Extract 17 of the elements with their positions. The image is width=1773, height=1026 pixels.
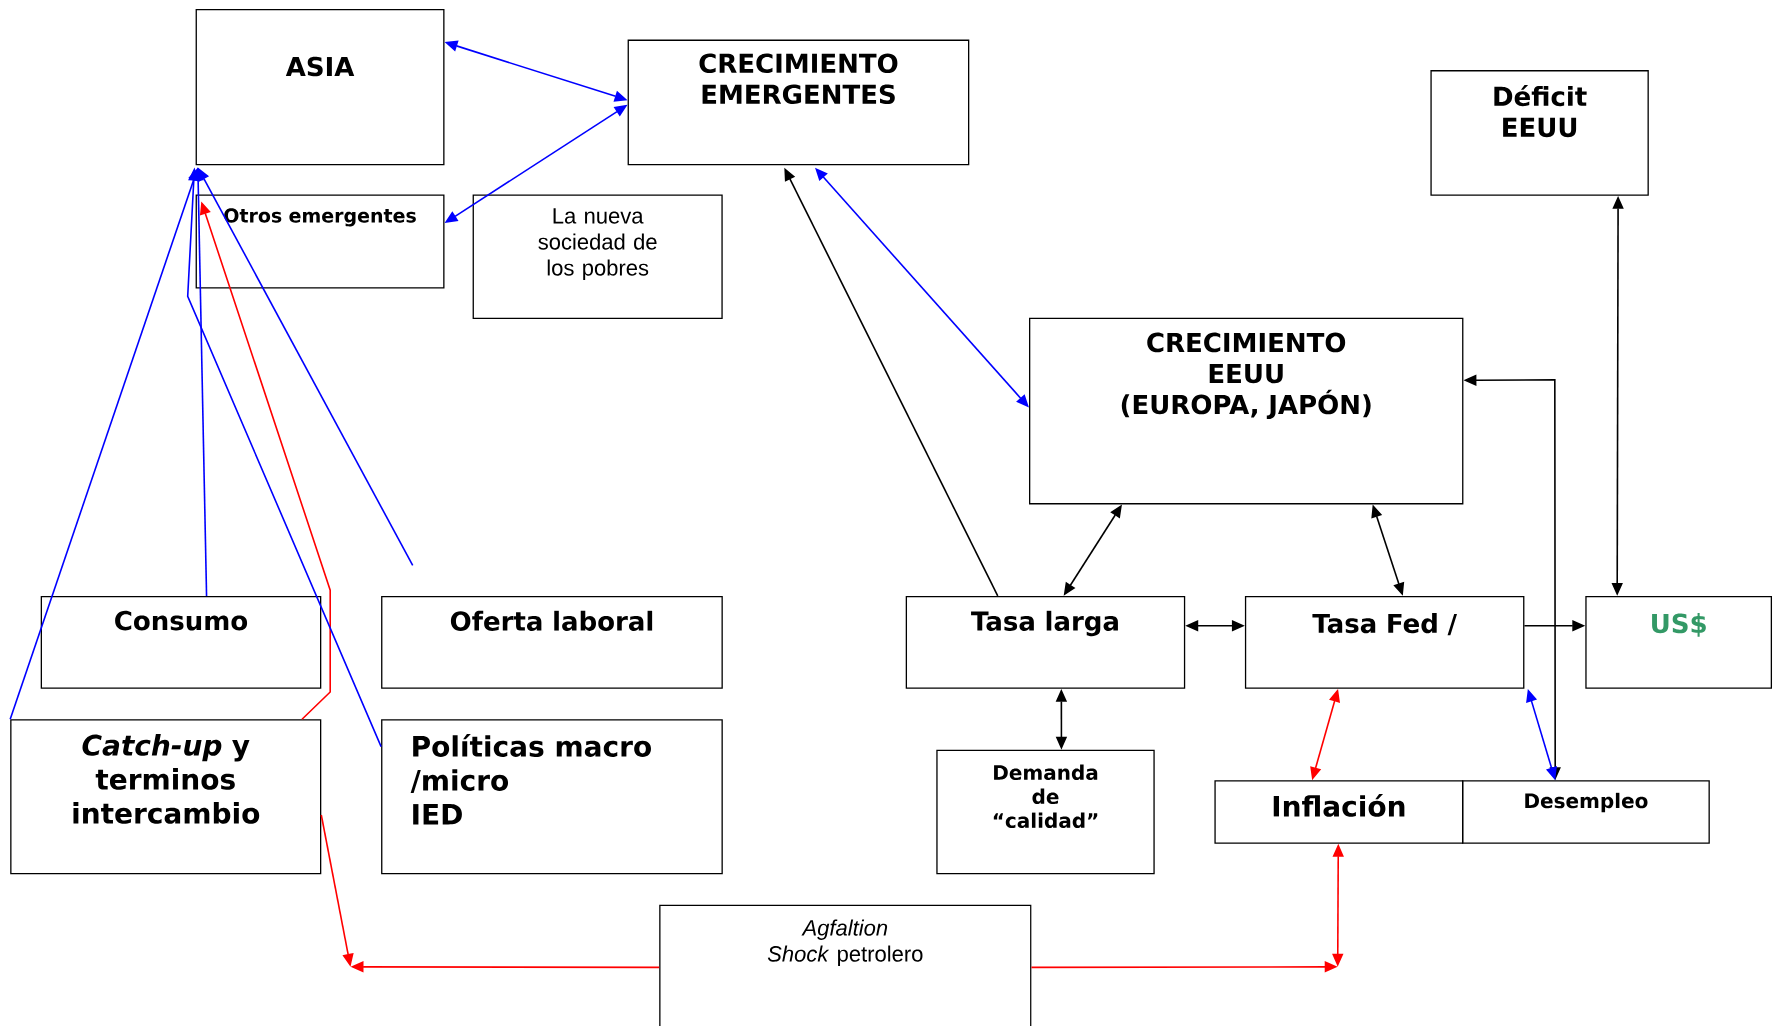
box: Demanda de “calidad” — [936, 749, 1155, 875]
box: Catch-up y terminos intercambio — [10, 719, 322, 875]
box: ASIA — [195, 9, 445, 166]
box: Tasa Fed / — [1244, 595, 1525, 689]
box: CRECIMIENTO EMERGENTES — [627, 39, 970, 166]
box: Agfaltion Shock petrolero — [659, 904, 1032, 1026]
box: CRECIMIENTO EEUU (EUROPA, JAPÓN) — [1029, 317, 1464, 505]
box: US$ — [1585, 595, 1772, 689]
box: Déficit EEUU — [1430, 70, 1649, 196]
box: Oferta laboral — [381, 595, 723, 689]
box: Consumo — [40, 595, 322, 689]
box: Desempleo — [1462, 780, 1710, 844]
box: La nueva sociedad de los pobres — [472, 194, 723, 320]
box: Inflación — [1214, 780, 1464, 844]
box: Otros emergentes — [195, 194, 445, 289]
box: Políticas macro /micro IED — [381, 719, 723, 875]
box: Tasa larga — [905, 595, 1186, 689]
